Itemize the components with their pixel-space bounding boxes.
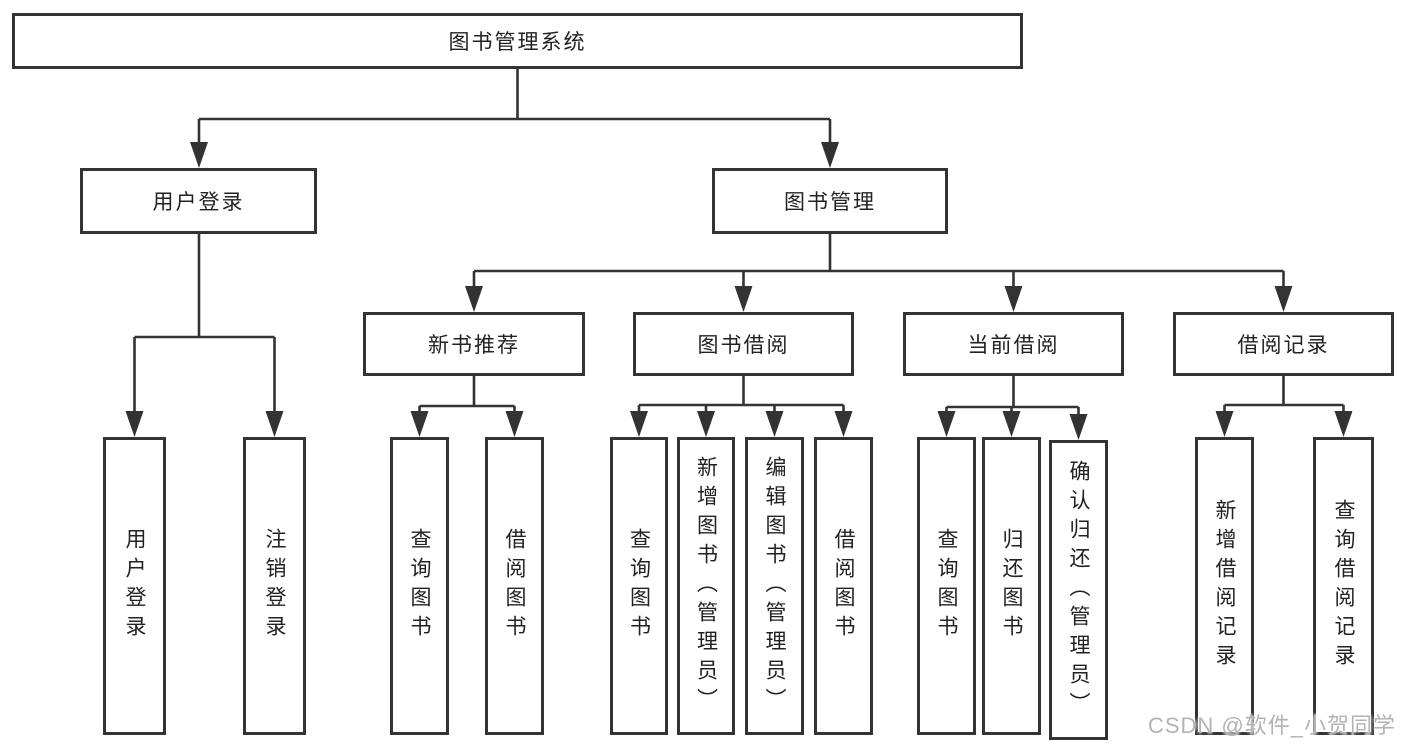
node-user-login-label: 用户登录 <box>152 191 245 214</box>
node-current-borrowing: 当前借阅 <box>903 312 1124 376</box>
node-root-library-management-system: 图书管理系统 <box>12 13 1023 69</box>
leaf-borrow-books-label: 借阅图书 <box>832 528 855 644</box>
connector-current-borrowing-to-children <box>937 376 1088 440</box>
node-book-management-label: 图书管理 <box>784 191 876 214</box>
leaf-borrow-books: 借阅图书 <box>814 437 873 735</box>
connector-book-management-to-level3 <box>465 234 1293 312</box>
watermark: CSDN @软件_小贺同学 <box>1147 713 1396 738</box>
leaf-borrow-books-recommend: 借阅图书 <box>485 437 544 735</box>
node-book-borrowing-label: 图书借阅 <box>697 334 790 357</box>
node-root-label: 图书管理系统 <box>448 31 587 54</box>
connector-new-book-recommend-to-children <box>410 376 524 437</box>
leaf-query-books-recommend-label: 查询图书 <box>408 528 431 644</box>
leaf-logout: 注销登录 <box>243 437 306 735</box>
leaf-query-books-current-label: 查询图书 <box>935 528 958 644</box>
node-new-book-recommend: 新书推荐 <box>363 312 585 376</box>
leaf-query-books-borrowing-label: 查询图书 <box>627 528 651 644</box>
leaf-return-books: 归还图书 <box>982 437 1041 735</box>
connector-book-borrowing-to-children <box>630 376 853 437</box>
connector-root-to-level2 <box>190 69 839 168</box>
leaf-add-borrow-record-label: 新增借阅记录 <box>1213 499 1236 673</box>
leaf-edit-books-admin-label: 编辑图书（管理员） <box>763 455 786 717</box>
node-book-borrowing: 图书借阅 <box>633 312 854 376</box>
node-book-management: 图书管理 <box>712 168 948 234</box>
connector-user-login-to-children <box>125 234 284 437</box>
node-borrowing-records-label: 借阅记录 <box>1237 334 1330 357</box>
leaf-user-login-label: 用户登录 <box>123 528 146 644</box>
leaf-user-login: 用户登录 <box>103 437 166 735</box>
leaf-query-books-current: 查询图书 <box>917 437 976 735</box>
connector-borrowing-records-to-children <box>1215 376 1353 437</box>
leaf-return-books-label: 归还图书 <box>1000 528 1023 644</box>
node-new-book-recommend-label: 新书推荐 <box>428 334 520 357</box>
leaf-confirm-return-admin: 确认归还（管理员） <box>1049 440 1108 740</box>
node-borrowing-records: 借阅记录 <box>1173 312 1394 376</box>
leaf-add-borrow-record: 新增借阅记录 <box>1195 437 1254 735</box>
leaf-query-borrow-record: 查询借阅记录 <box>1313 437 1374 735</box>
leaf-query-books-recommend: 查询图书 <box>390 437 449 735</box>
leaf-borrow-books-recommend-label: 借阅图书 <box>503 528 526 644</box>
leaf-add-books-admin: 新增图书（管理员） <box>677 437 735 735</box>
leaf-query-books-borrowing: 查询图书 <box>610 437 668 735</box>
leaf-add-books-admin-label: 新增图书（管理员） <box>694 455 718 717</box>
node-user-login: 用户登录 <box>80 168 317 234</box>
leaf-query-borrow-record-label: 查询借阅记录 <box>1332 499 1355 673</box>
leaf-confirm-return-admin-label: 确认归还（管理员） <box>1067 459 1090 721</box>
node-current-borrowing-label: 当前借阅 <box>967 334 1060 357</box>
leaf-logout-label: 注销登录 <box>263 528 286 644</box>
leaf-edit-books-admin: 编辑图书（管理员） <box>745 437 804 735</box>
